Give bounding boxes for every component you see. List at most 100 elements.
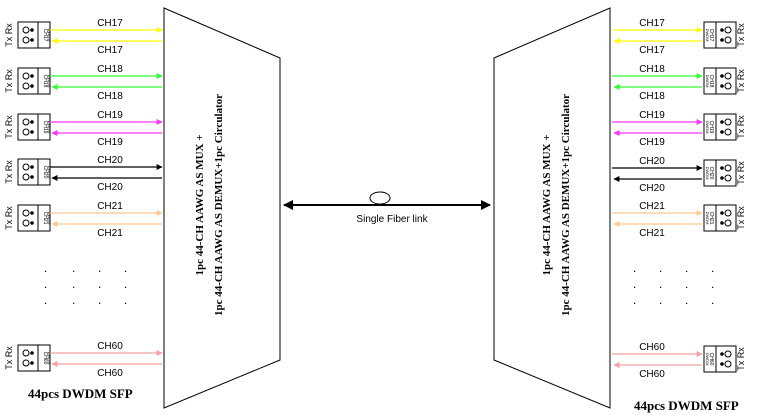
- svg-text:.: .: [72, 261, 75, 275]
- sfp-module-header-label: DWDM: [47, 29, 52, 42]
- sfp-port-dot-icon: [720, 362, 724, 366]
- sfp-port-dot-icon: [720, 176, 724, 180]
- sfp-module-header-label: DWDM: [47, 75, 52, 88]
- tx-rx-label: Tx Rx: [736, 69, 746, 93]
- channel-label-tx: CH19: [639, 110, 665, 121]
- sfp-module-header-label: DWDM: [47, 166, 52, 179]
- channel-label-tx: CH20: [97, 155, 123, 166]
- tx-rx-label: Tx Rx: [736, 23, 746, 47]
- channel-label-tx: CH21: [639, 201, 665, 212]
- svg-text:.: .: [633, 261, 636, 275]
- left-mux-label-line1: 1pc 44-CH AAWG AS MUX +: [194, 134, 206, 275]
- sfp-port-icon: [22, 82, 30, 90]
- svg-text:.: .: [685, 293, 688, 307]
- sfp-port-dot-icon: [30, 351, 34, 355]
- svg-text:.: .: [98, 261, 101, 275]
- sfp-port-dot-icon: [720, 352, 724, 356]
- sfp-module-header-label: DWDM: [47, 212, 52, 225]
- sfp-module-box: [703, 345, 737, 373]
- sfp-module-box: [17, 21, 51, 49]
- sfp-module-box: [17, 158, 51, 186]
- svg-text:.: .: [124, 277, 127, 291]
- channel-label-rx: CH18: [97, 91, 123, 102]
- left-mux-label-line2: 1pc 44-CH AAWG AS DEMUX+1pc Circulator: [213, 94, 225, 316]
- sfp-module-channel-label: CH18: [708, 75, 714, 88]
- sfp-module-channel-label: CH17: [42, 29, 48, 42]
- tx-rx-label: Tx Rx: [4, 23, 14, 47]
- channel-label-rx: CH60: [97, 368, 123, 379]
- sfp-port-icon: [724, 350, 732, 358]
- svg-text:.: .: [98, 293, 101, 307]
- channel-label-rx: CH17: [639, 45, 665, 56]
- channel-label-rx: CH17: [97, 45, 123, 56]
- sfp-module-box: [703, 67, 737, 95]
- channel-label-tx: CH60: [97, 341, 123, 352]
- sfp-port-icon: [22, 173, 30, 181]
- sfp-port-icon: [22, 26, 30, 34]
- svg-text:.: .: [659, 293, 662, 307]
- right-mux-label-line2: 1pc 44-CH AAWG AS DEMUX+1pc Circulator: [560, 94, 572, 316]
- sfp-module-box: [17, 204, 51, 232]
- sfp-port-dot-icon: [30, 221, 34, 225]
- sfp-module-header-label: DWDM: [47, 352, 52, 365]
- sfp-port-dot-icon: [30, 120, 34, 124]
- sfp-module-header-label: DWDM: [705, 75, 710, 88]
- sfp-port-icon: [724, 164, 732, 172]
- tx-rx-label: Tx Rx: [736, 115, 746, 139]
- tx-rx-label: Tx Rx: [4, 346, 14, 370]
- sfp-port-icon: [22, 72, 30, 80]
- sfp-port-dot-icon: [720, 130, 724, 134]
- right-ellipsis: ... ... ... ...: [633, 261, 714, 307]
- svg-text:.: .: [633, 277, 636, 291]
- sfp-port-dot-icon: [30, 211, 34, 215]
- sfp-port-dot-icon: [720, 166, 724, 170]
- sfp-module-header-label: DWDM: [705, 167, 710, 180]
- sfp-module-header-label: DWDM: [705, 212, 710, 225]
- sfp-port-dot-icon: [30, 38, 34, 42]
- channel-label-rx: CH21: [639, 228, 665, 239]
- svg-text:.: .: [98, 277, 101, 291]
- svg-text:.: .: [711, 277, 714, 291]
- svg-text:.: .: [44, 261, 47, 275]
- sfp-module-header-label: DWDM: [705, 121, 710, 134]
- sfp-port-icon: [724, 26, 732, 34]
- sfp-module-box: [703, 113, 737, 141]
- sfp-module-channel-label: CH21: [42, 212, 48, 225]
- sfp-module-channel-label: CH21: [708, 212, 714, 225]
- svg-text:.: .: [72, 293, 75, 307]
- channel-label-tx: CH17: [97, 18, 123, 29]
- fiber-loop-icon: [369, 191, 391, 205]
- left-footer-label: 44pcs DWDM SFP: [28, 386, 133, 401]
- sfp-port-dot-icon: [30, 175, 34, 179]
- sfp-port-icon: [724, 209, 732, 217]
- sfp-port-icon: [724, 219, 732, 227]
- sfp-module-box: [703, 21, 737, 49]
- svg-text:.: .: [659, 261, 662, 275]
- channel-label-rx: CH21: [97, 228, 123, 239]
- sfp-port-icon: [724, 360, 732, 368]
- sfp-module-header-label: DWDM: [705, 29, 710, 42]
- sfp-module-channel-label: CH19: [708, 121, 714, 134]
- sfp-port-icon: [724, 82, 732, 90]
- sfp-port-icon: [724, 72, 732, 80]
- channel-label-rx: CH19: [97, 137, 123, 148]
- sfp-module-channel-label: CH17: [708, 29, 714, 42]
- sfp-module-box: [17, 67, 51, 95]
- sfp-module-box: [17, 113, 51, 141]
- sfp-port-dot-icon: [720, 28, 724, 32]
- sfp-module-channel-label: CH60: [42, 352, 48, 365]
- svg-text:.: .: [124, 261, 127, 275]
- sfp-module-channel-label: CH60: [708, 353, 714, 366]
- sfp-port-dot-icon: [720, 221, 724, 225]
- sfp-port-icon: [22, 209, 30, 217]
